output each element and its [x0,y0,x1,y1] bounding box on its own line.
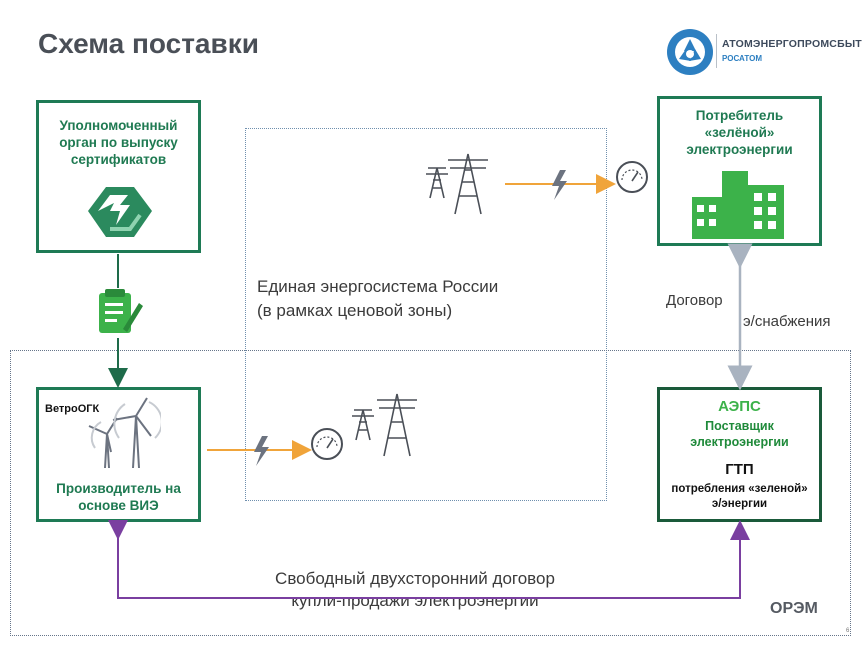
supplier-gtp: ГТП [725,461,754,478]
cert-authority-label: Уполномоченный орган по выпуску сертифик… [59,118,178,167]
producer-box: ВетроОГК Производитель на основе ВИЭ [36,387,201,522]
supply-contract-label-part2: э/снабжения [743,313,831,330]
consumer-box: Потребитель «зелёной» электроэнергии [657,96,822,246]
producer-label: Производитель на основе ВИЭ [56,481,181,513]
bottom-lightning-icon [254,436,269,466]
bottom-power-towers-icon [352,393,417,457]
logo-company-name: АТОМЭНЕРГОПРОМСБЫТ [722,38,862,50]
supply-contract-label-part1: Договор [666,292,723,309]
ues-label: Единая энергосистема России (в рамках це… [257,277,499,320]
bilateral-contract-label: Свободный двухсторонний договор купли-пр… [275,569,555,610]
logo-separator [716,34,717,68]
supplier-role: Поставщик электроэнергии [690,419,789,449]
top-lightning-icon [552,170,567,200]
page-number: 6 [846,628,850,634]
supplier-gtp-description: потребления «зеленой» э/энергии [671,483,808,510]
orem-zone [10,350,851,636]
top-power-towers-icon [426,153,488,215]
bottom-meter-icon [311,428,343,460]
logo-subtitle: РОСАТОМ [722,54,762,63]
supplier-box: АЭПС Поставщик электроэнергии ГТП потреб… [657,387,822,522]
green-buildings-icon [692,171,784,239]
certificate-authority-logo-icon [88,187,152,237]
supplier-name: АЭПС [718,398,761,415]
page-title: Схема поставки [38,28,259,59]
ues-zone [245,128,607,501]
cert-authority-box: Уполномоченный орган по выпуску сертифик… [36,100,201,253]
consumer-label: Потребитель «зелёной» электроэнергии [686,108,793,157]
market-label: ОРЭМ [770,600,818,617]
bilateral-contract-arrow [108,520,750,599]
wind-turbines-icon [88,397,161,469]
producer-badge: ВетроОГК [45,403,100,415]
rosatom-logo-icon [667,29,713,75]
certificate-document-icon [99,289,143,333]
top-meter-icon [616,161,648,193]
